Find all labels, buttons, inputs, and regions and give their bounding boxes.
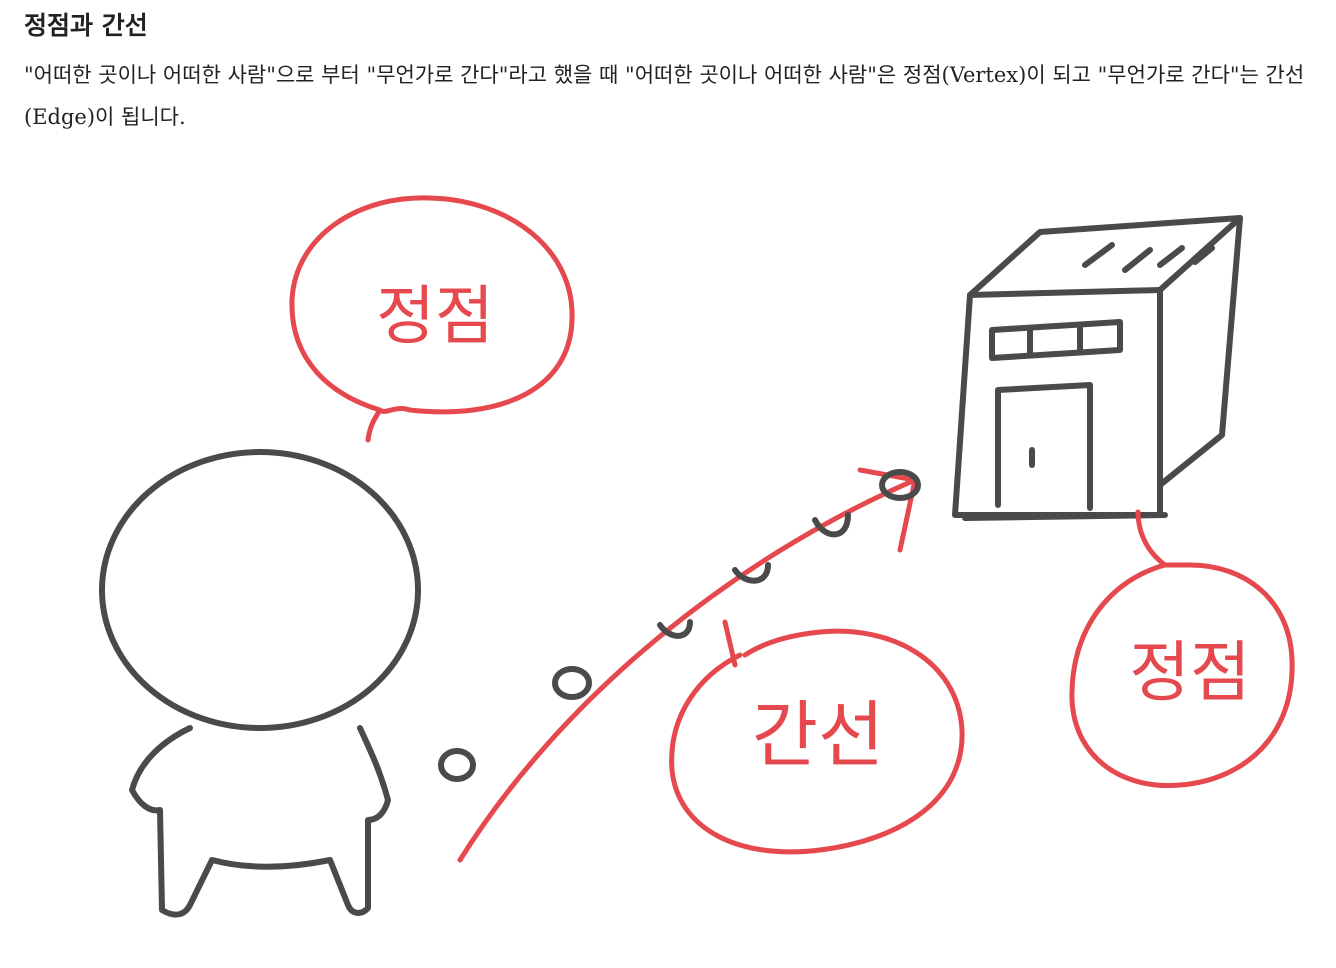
person-head — [99, 449, 421, 731]
building-figure — [952, 215, 1243, 521]
edge-curve — [457, 477, 918, 863]
bubble-building-vertex-label: 정점 — [1129, 634, 1250, 711]
bubble-person-vertex-label: 정점 — [376, 280, 494, 354]
building-door — [995, 382, 1093, 511]
bubble-edge-label: 간선 — [752, 693, 884, 777]
person-body — [129, 725, 391, 918]
building-side — [1157, 215, 1243, 488]
footprints — [438, 469, 921, 782]
building-window — [989, 319, 1123, 361]
section-paragraph: "어떠한 곳이나 어떠한 사람"으로 부터 "무언가로 간다"라고 했을 때 "… — [24, 63, 1305, 129]
bubble-edge: 간선 — [669, 619, 965, 855]
person-figure — [99, 449, 421, 918]
bubble-building-vertex: 정점 — [1069, 509, 1295, 789]
building-roof-lines — [1082, 242, 1215, 273]
bubble-person-vertex: 정점 — [289, 195, 575, 443]
section-heading: 정점과 간선 — [24, 11, 148, 40]
building-base-line — [962, 512, 1168, 521]
